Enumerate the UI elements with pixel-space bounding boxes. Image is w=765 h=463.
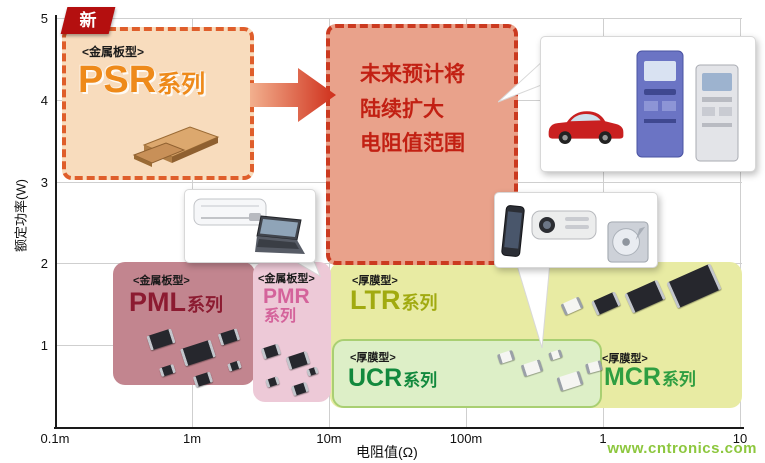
callout-tail — [498, 59, 544, 103]
y-tick-label: 3 — [40, 175, 48, 190]
mcr-type-label: <厚膜型> — [602, 353, 648, 365]
future-expansion-note: 未来预计将 陆续扩大 电阻值范围 — [360, 63, 465, 156]
pmr-type-label: <金属板型> — [258, 273, 315, 285]
y-tick-label: 2 — [40, 256, 48, 271]
mcr-series-name: MCR系列 — [604, 363, 696, 391]
car-icon — [548, 111, 624, 145]
watermark: www.cntronics.com — [607, 440, 757, 457]
future-expansion-region: 未来预计将 陆续扩大 电阻值范围 — [326, 24, 518, 265]
x-tick-label: 1 — [599, 431, 607, 446]
air-conditioner-icon — [193, 198, 267, 226]
pml-type-label: <金属板型> — [133, 275, 190, 287]
x-tick-label: 10 — [732, 431, 748, 446]
x-axis — [54, 427, 744, 429]
laptop-icon — [255, 215, 305, 254]
kiosk-icon — [636, 50, 684, 158]
y-tick-label: 1 — [40, 338, 48, 353]
ltr-type-label: <厚膜型> — [352, 275, 398, 287]
atm-icon — [695, 64, 739, 162]
pml-series-name: PML系列 — [129, 287, 223, 317]
y-axis — [55, 15, 57, 428]
hdd-icon — [607, 221, 649, 263]
y-tick-label: 5 — [40, 11, 48, 26]
projector-icon — [531, 210, 597, 240]
psr-type-label: <金属板型> — [82, 45, 145, 59]
gridline-v — [740, 18, 741, 427]
x-axis-title: 电阻值(Ω) — [356, 444, 418, 460]
y-tick-label: 4 — [40, 93, 48, 108]
appliance-callout — [184, 189, 316, 263]
psr-series-name: PSR系列 — [78, 59, 206, 101]
x-tick-label: 100m — [449, 431, 483, 446]
gridline-h — [55, 18, 742, 19]
new-badge: 新 — [60, 7, 116, 34]
metal-plate-resistor-icon — [132, 126, 220, 167]
psr-series-region: <金属板型> PSR系列 — [62, 27, 254, 180]
device-callout — [494, 192, 658, 268]
automotive-equipment-callout — [540, 36, 756, 172]
ucr-type-label: <厚膜型> — [350, 352, 396, 364]
x-tick-label: 1m — [182, 431, 202, 446]
x-tick-label: 10m — [316, 431, 342, 446]
y-axis-title: 额定功率(W) — [13, 179, 29, 252]
expansion-arrow-icon — [250, 66, 338, 129]
callout-tail — [515, 262, 551, 349]
x-tick-label: 0.1m — [40, 431, 70, 446]
ucr-series-name: UCR系列 — [348, 364, 438, 392]
ucr-series-region: <厚膜型> UCR系列 — [332, 339, 602, 408]
ltr-series-name: LTR系列 — [350, 285, 438, 315]
smartphone-icon — [501, 205, 525, 257]
